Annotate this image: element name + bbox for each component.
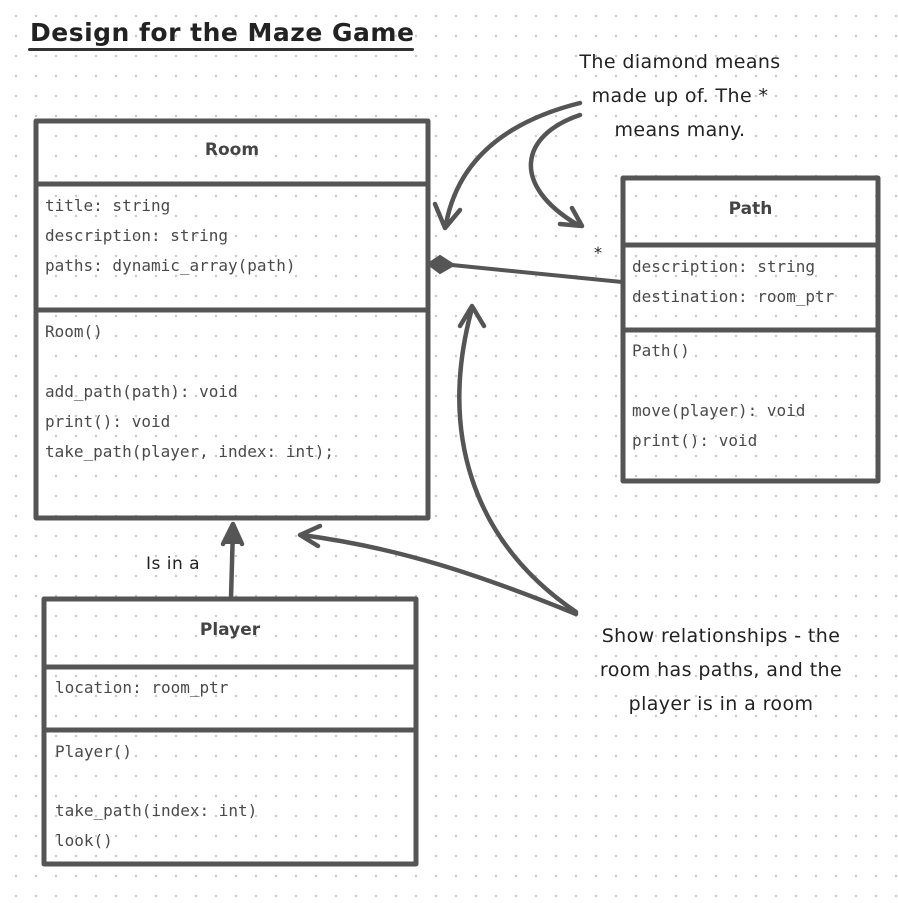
room-method: take_path(player, index: int); [45,442,334,461]
player-method: Player() [55,742,133,761]
room-attribute: title: string [45,196,171,215]
diagram-title: Design for the Maze Game [30,18,415,47]
diamond-note-line: means many. [614,119,746,141]
diamond-note: The diamond means made up of. The * mean… [570,45,790,147]
note-arrow-to-composition-head [457,303,487,329]
player-method: take_path(index: int) [55,801,258,820]
note-arrow-to-association-head [297,523,323,549]
note-arrow-to-path-head [557,205,585,229]
note-arrow-to-room-head [432,201,463,231]
player-class-name: Player [199,620,261,640]
path-class-box [620,175,881,484]
composition-diamond [426,254,456,275]
diamond-note-line: The diamond means [579,51,781,73]
room-method: Room() [45,322,103,341]
relationships-note-line: room has paths, and the [599,659,843,681]
player-class-box [41,596,419,867]
path-attribute: destination: room_ptr [632,287,835,306]
room-method: add_path(path): void [45,382,238,401]
note-arrow-to-composition [457,309,579,615]
room-attribute: paths: dynamic_array(path) [45,256,296,275]
title-underline [28,48,414,51]
path-class-name: Path [728,199,773,219]
diamond-note-line: made up of. The * [591,85,769,107]
relationships-note-line: Show relationships - the [601,625,841,647]
note-arrow-to-room [443,100,583,227]
path-method: Path() [632,341,690,360]
path-attribute: description: string [632,257,816,276]
room-method: print(): void [45,412,171,431]
relationships-note-line: player is in a room [628,693,814,715]
note-arrow-to-path [528,112,583,228]
player-attribute: location: room_ptr [55,678,229,697]
room-class-box [33,118,431,521]
room-class-name: Room [204,140,260,160]
room-attribute: description: string [45,226,229,245]
note-arrow-to-association [299,532,579,617]
relationships-note: Show relationships - the room has paths,… [566,619,876,721]
composition-connector [426,254,624,284]
path-method: print(): void [632,431,758,450]
is-in-a-label: Is in a [146,554,201,574]
path-method: move(player): void [632,401,806,420]
player-method: look() [55,831,113,850]
multiplicity-label: * [594,243,602,262]
is-in-a-arrow [220,521,245,601]
